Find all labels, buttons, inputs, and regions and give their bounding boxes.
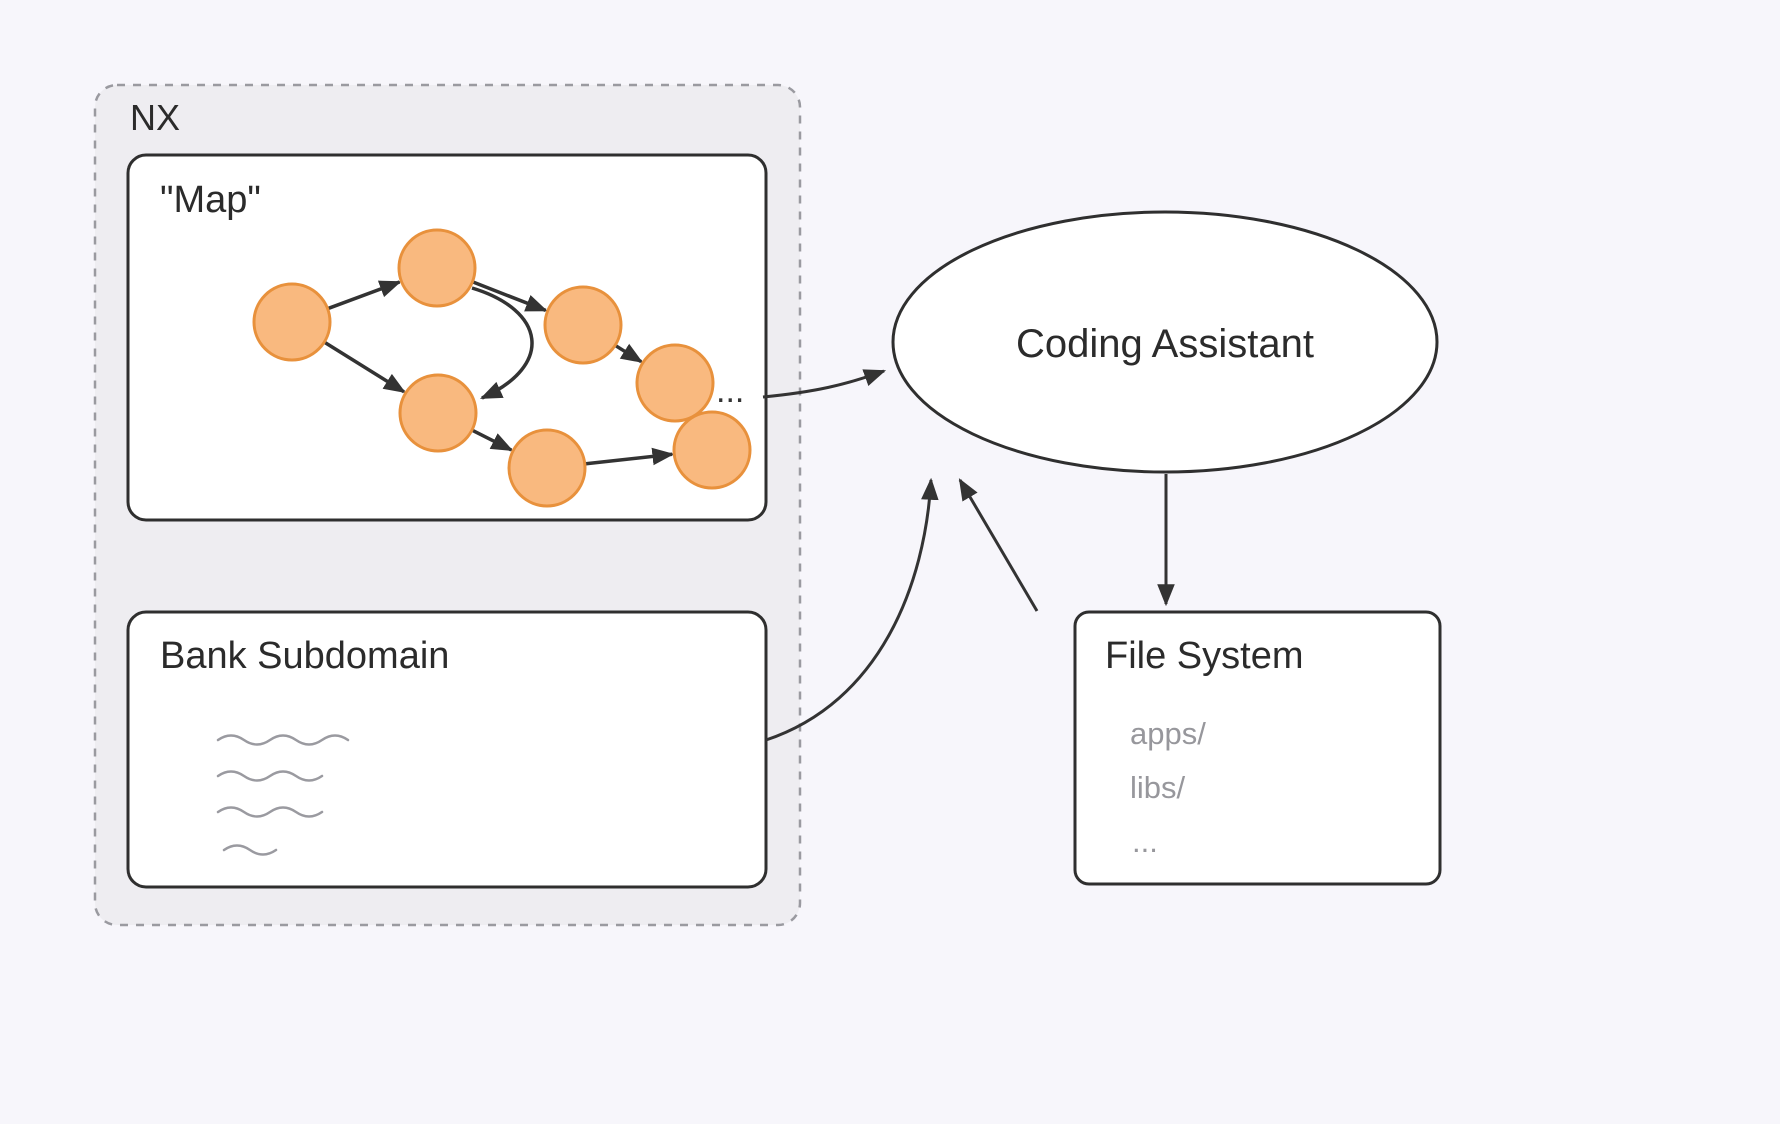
placeholder-text-squiggles xyxy=(216,734,350,856)
graph-node xyxy=(543,285,623,365)
file-system-box xyxy=(1073,610,1442,886)
bank-to-assistant-arrow xyxy=(765,477,939,742)
coding-assistant-ellipse xyxy=(891,210,1439,474)
nx-label: NX xyxy=(130,97,180,138)
bank-subdomain-box xyxy=(126,610,768,889)
graph-edge xyxy=(323,340,406,394)
file-system-item-apps: apps/ xyxy=(1130,716,1206,751)
graph-edge xyxy=(614,343,644,364)
filesystem-to-assistant-arrow xyxy=(958,478,1039,612)
graph-node xyxy=(507,428,587,508)
graph-edge xyxy=(471,280,548,313)
graph-ellipsis: ... xyxy=(716,372,744,410)
graph-node xyxy=(635,343,715,423)
file-system-item-ellipsis: ... xyxy=(1132,824,1158,859)
graph-edge xyxy=(471,428,514,452)
graph-node xyxy=(398,373,478,453)
graph-edge xyxy=(326,280,402,311)
graph-node xyxy=(397,228,477,308)
graph-node xyxy=(252,282,332,362)
file-system-item-libs: libs/ xyxy=(1130,770,1186,805)
dependency-graph-nodes xyxy=(252,228,752,508)
map-box xyxy=(126,153,768,522)
map-box-title: "Map" xyxy=(160,179,261,221)
graph-edge xyxy=(471,286,534,400)
bank-subdomain-title: Bank Subdomain xyxy=(160,635,449,677)
graph-node xyxy=(672,410,752,490)
graph-edge xyxy=(584,447,675,466)
coding-assistant-label: Coding Assistant xyxy=(1016,322,1314,366)
file-system-title: File System xyxy=(1105,635,1303,677)
map-to-assistant-arrow xyxy=(762,369,887,399)
dependency-graph-edges xyxy=(323,280,675,466)
